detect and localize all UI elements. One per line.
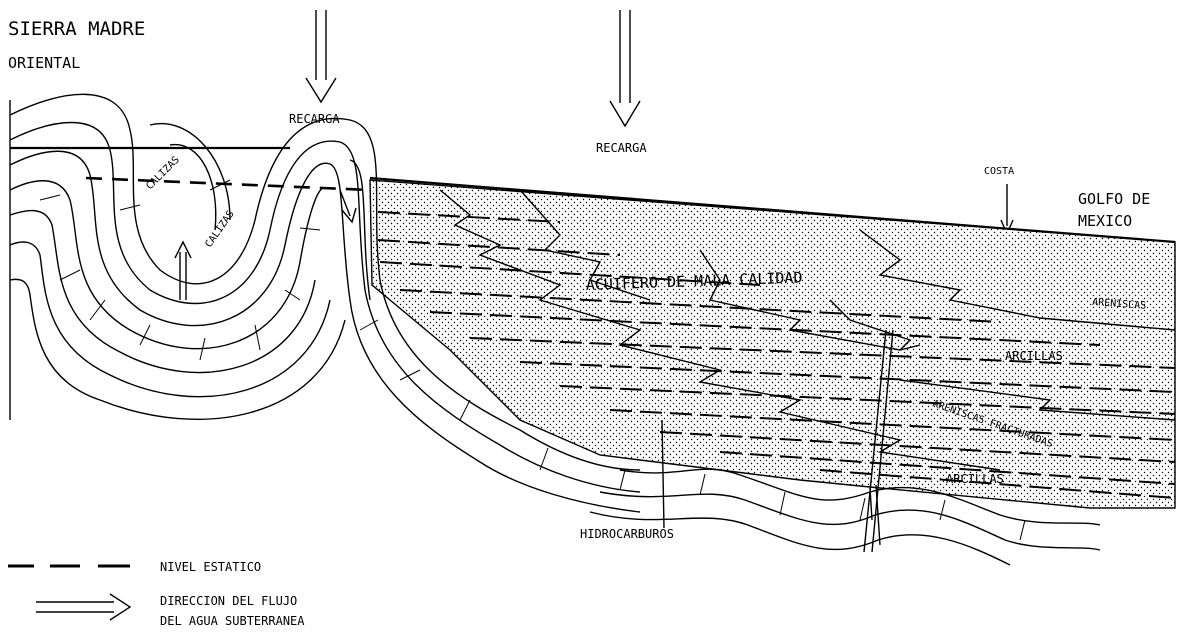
legend-arrow-symbol	[36, 594, 130, 620]
coastal-plain-wedge	[370, 178, 1175, 508]
limestone-label-2: CALIZAS	[203, 209, 236, 250]
region-title-line1: SIERRA MADRE	[8, 18, 145, 40]
legend-flow-direction-line1: DIRECCION DEL FLUJO	[160, 594, 297, 608]
recharge-arrow-1	[306, 10, 336, 102]
legend-flow-direction-line2: DEL AGUA SUBTERRANEA	[160, 614, 305, 628]
legend: NIVEL ESTATICO DIRECCION DEL FLUJO DEL A…	[8, 560, 305, 628]
static-water-level	[86, 178, 370, 190]
legend-static-level-label: NIVEL ESTATICO	[160, 560, 261, 574]
region-title-line2: ORIENTAL	[8, 54, 80, 72]
clay-label-lower: ARCILLAS	[946, 472, 1004, 486]
limestone-label: CALIZAS	[144, 155, 182, 193]
gulf-label-line2: MEXICO	[1078, 212, 1132, 230]
gulf-label-line1: GOLFO DE	[1078, 190, 1150, 208]
recharge-label-2: RECARGA	[596, 141, 647, 155]
coast-label: COSTA	[984, 166, 1014, 177]
hydrocarbons-label: HIDROCARBUROS	[580, 527, 674, 541]
recharge-arrow-2	[610, 10, 640, 126]
coast-arrow	[1001, 184, 1013, 234]
clay-label-upper: ARCILLAS	[1005, 349, 1063, 363]
